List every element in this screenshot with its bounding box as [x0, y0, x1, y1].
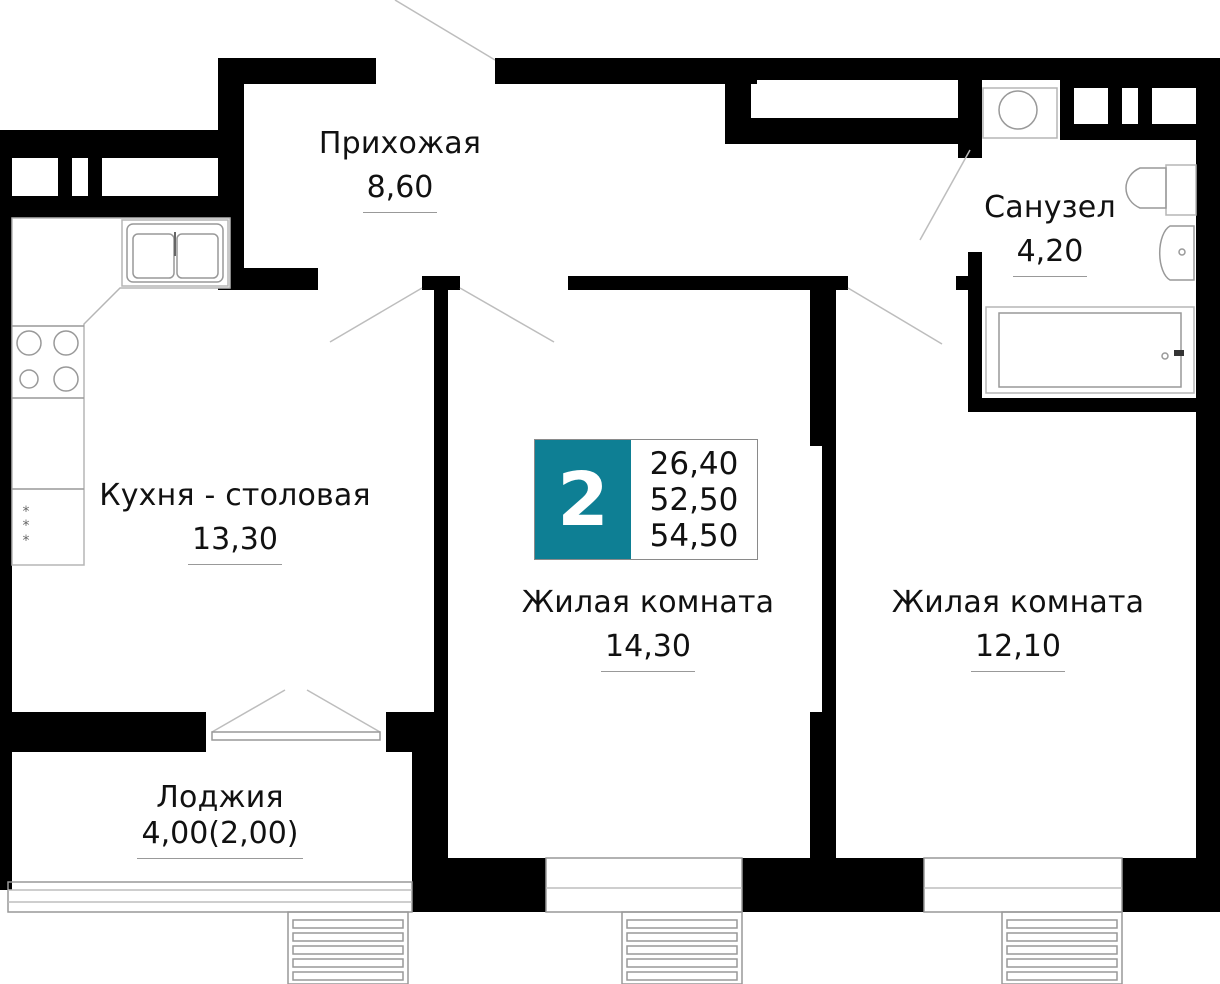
area-values: 26,40 52,50 54,50 — [631, 440, 757, 559]
entry-door-swing — [394, 0, 496, 61]
total-area-with-loggia: 54,50 — [649, 517, 739, 554]
room-area: 4,00(2,00) — [137, 816, 303, 859]
room-area: 4,20 — [1012, 234, 1088, 277]
room-area: 8,60 — [362, 170, 438, 213]
room-name: Прихожая — [318, 126, 482, 161]
apartment-summary-badge: 2 26,40 52,50 54,50 — [534, 439, 758, 560]
room-area: 12,10 — [971, 629, 1065, 672]
door-swings — [211, 149, 971, 741]
bathroom-fixtures — [982, 87, 1197, 394]
room-name: Жилая комната — [891, 585, 1145, 620]
walls — [0, 58, 1220, 912]
windows — [7, 857, 1123, 913]
svg-text:*: * — [23, 533, 30, 549]
room-area: 14,30 — [601, 629, 695, 672]
svg-text:*: * — [23, 518, 30, 534]
room-label-loggia: Лоджия 4,00(2,00) — [110, 780, 330, 859]
rooms-count: 2 — [535, 440, 631, 559]
room-area: 13,30 — [188, 522, 282, 565]
planter-boxes — [287, 911, 1123, 984]
room-label-kitchen: Кухня - столовая 13,30 — [90, 478, 380, 565]
room-name: Санузел — [984, 190, 1116, 225]
room-name: Кухня - столовая — [99, 478, 371, 513]
room-name: Жилая комната — [521, 585, 775, 620]
svg-text:*: * — [23, 504, 30, 520]
total-area: 52,50 — [649, 481, 739, 518]
room-label-hallway: Прихожая 8,60 — [300, 126, 500, 213]
kitchen-fixtures: * * * — [11, 217, 231, 566]
room-name: Лоджия — [156, 780, 284, 815]
room-label-bathroom: Санузел 4,20 — [960, 190, 1140, 277]
room-label-living-room-2: Жилая комната 12,10 — [880, 585, 1156, 672]
room-label-living-room-1: Жилая комната 14,30 — [510, 585, 786, 672]
living-area: 26,40 — [649, 445, 739, 482]
